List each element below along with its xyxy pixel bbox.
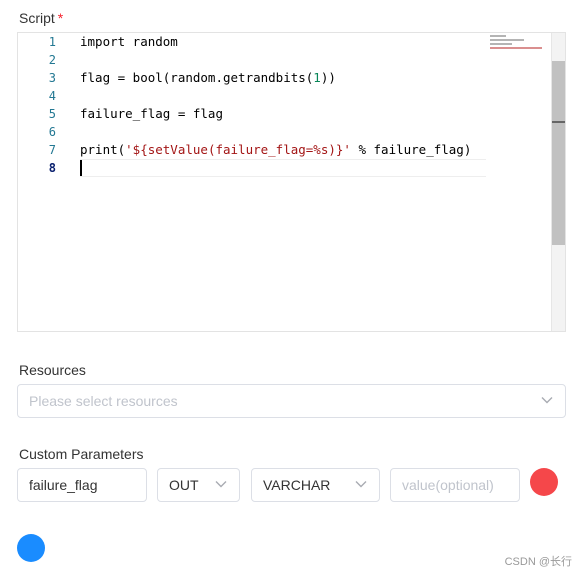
code-line-5[interactable]: failure_flag = flag <box>80 105 223 123</box>
line-number: 6 <box>48 125 56 139</box>
code-text: )) <box>320 70 336 85</box>
code-text: % failure_flag) <box>350 142 472 157</box>
code-string: '${setValue(failure_flag=%s)}' <box>125 142 351 157</box>
resources-placeholder: Please select resources <box>29 393 178 409</box>
vertical-scrollbar[interactable] <box>551 33 565 331</box>
script-label-text: Script <box>19 10 55 26</box>
scrollbar-thumb[interactable] <box>552 61 565 245</box>
custom-parameters-label: Custom Parameters <box>19 446 144 462</box>
resources-select[interactable]: Please select resources <box>17 384 566 418</box>
line-number-active: 8 <box>48 161 56 175</box>
script-label: Script* <box>19 10 63 26</box>
chevron-down-icon <box>215 481 227 488</box>
add-param-button[interactable] <box>17 534 45 562</box>
code-text: flag = bool(random.getrandbits( <box>80 70 314 85</box>
watermark-text: CSDN @长行 <box>504 556 572 568</box>
code-text: import random <box>80 34 178 49</box>
code-editor[interactable]: 1 2 3 4 5 6 7 8 import random flag = boo… <box>17 32 566 332</box>
line-number: 1 <box>48 35 56 49</box>
param-prop-value: failure_flag <box>29 477 98 493</box>
code-text: failure_flag = flag <box>80 106 223 121</box>
code-line-7[interactable]: print('${setValue(failure_flag=%s)}' % f… <box>80 141 471 159</box>
current-line-highlight <box>80 159 486 177</box>
line-number: 5 <box>48 107 56 121</box>
code-line-1[interactable]: import random <box>80 33 178 51</box>
param-value-input[interactable]: value(optional) <box>390 468 520 502</box>
minimap[interactable] <box>490 35 550 55</box>
code-number: 1 <box>313 70 321 85</box>
required-mark: * <box>57 10 64 26</box>
param-prop-input[interactable]: failure_flag <box>17 468 147 502</box>
code-line-3[interactable]: flag = bool(random.getrandbits(1)) <box>80 69 336 87</box>
chevron-down-icon <box>355 481 367 488</box>
param-type-select[interactable]: VARCHAR <box>251 468 380 502</box>
scrollbar-cursor-marker <box>552 121 565 123</box>
resources-label: Resources <box>19 362 86 378</box>
line-number: 3 <box>48 71 56 85</box>
text-cursor <box>80 160 82 176</box>
param-direction-value: OUT <box>169 477 199 493</box>
delete-param-button[interactable] <box>530 468 558 496</box>
param-value-placeholder: value(optional) <box>402 477 494 493</box>
chevron-down-icon <box>541 397 553 404</box>
line-number: 4 <box>48 89 56 103</box>
param-direction-select[interactable]: OUT <box>157 468 240 502</box>
line-number: 7 <box>48 143 56 157</box>
param-type-value: VARCHAR <box>263 477 331 493</box>
line-number: 2 <box>48 53 56 67</box>
line-number-gutter: 1 2 3 4 5 6 7 8 <box>18 33 76 331</box>
code-text: print( <box>80 142 126 157</box>
